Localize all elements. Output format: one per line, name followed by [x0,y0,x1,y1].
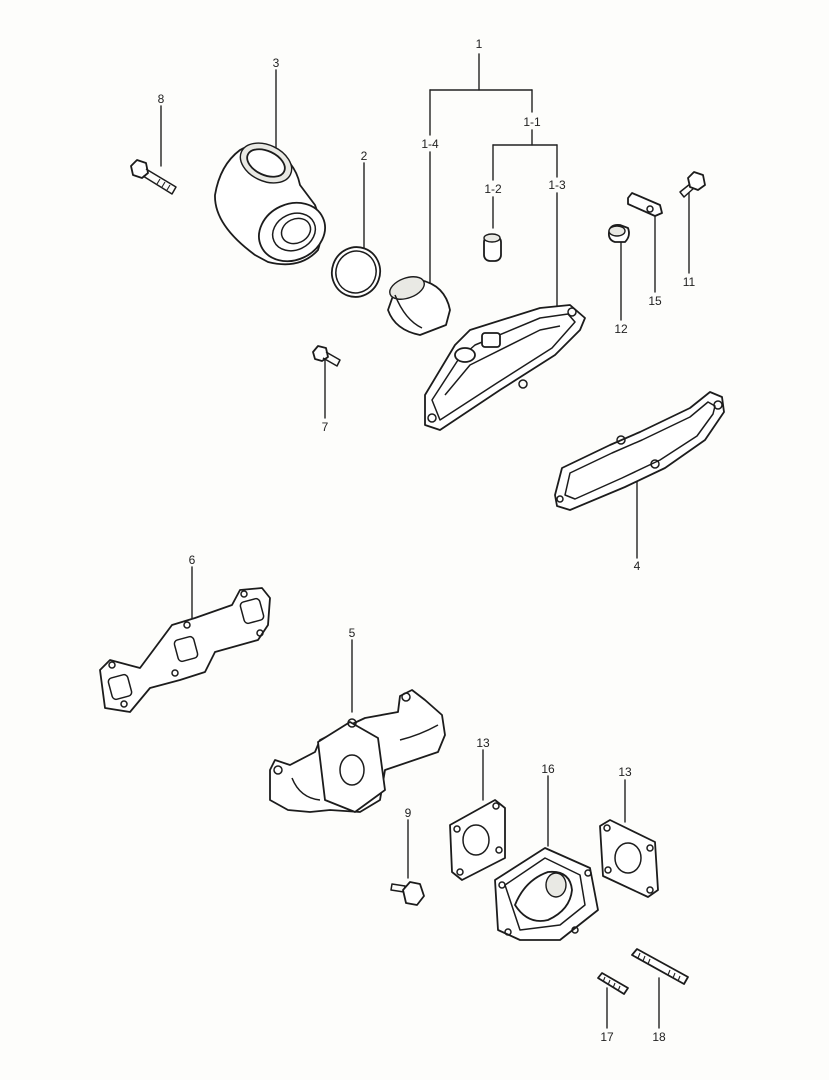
flange-gasket-13-right [599,819,659,898]
callout-1-2: 1-2 [484,182,502,196]
thermostat-housing-1-3 [424,304,586,431]
callout-4: 4 [634,559,641,573]
callout-13-left: 13 [476,736,490,750]
callout-2: 2 [361,149,368,163]
callout-7: 7 [322,420,329,434]
stud-18 [631,948,689,985]
callout-11: 11 [683,275,696,289]
plug-12 [607,223,630,243]
bolt-7 [312,345,341,367]
callout-18: 18 [652,1030,666,1044]
cap-plug-1-2 [483,233,502,262]
callout-15: 15 [648,294,662,308]
o-ring-2 [330,246,382,298]
callout-1-3: 1-3 [548,178,566,192]
elbow-outlet-3 [214,142,326,266]
callout-8: 8 [158,92,165,106]
exhaust-manifold-5 [269,689,446,813]
callout-9: 9 [405,806,412,820]
callout-1-4: 1-4 [421,137,439,151]
gasket-4 [554,391,725,511]
callout-12: 12 [614,322,628,336]
callout-5: 5 [349,626,356,640]
bolt-11 [679,171,706,198]
elbow-flange-16 [494,847,599,941]
callout-17: 17 [600,1030,614,1044]
manifold-gasket-6 [99,587,271,713]
flange-gasket-13-left [449,799,506,881]
leader-lines [160,53,690,1029]
callout-1-1: 1-1 [523,115,541,129]
stud-17 [597,972,629,995]
bolt-8 [130,159,177,195]
bolt-9 [390,881,425,906]
callout-1: 1 [476,37,483,51]
callout-6: 6 [189,553,196,567]
sleeve-1-4 [387,276,451,336]
bracket-15 [627,192,663,217]
callout-labels: 1 1-1 1-2 1-3 1-4 2 3 4 5 6 7 8 9 11 12 … [158,37,696,1044]
callout-16: 16 [541,762,555,776]
callout-13-right: 13 [618,765,632,779]
callout-3: 3 [273,56,280,70]
